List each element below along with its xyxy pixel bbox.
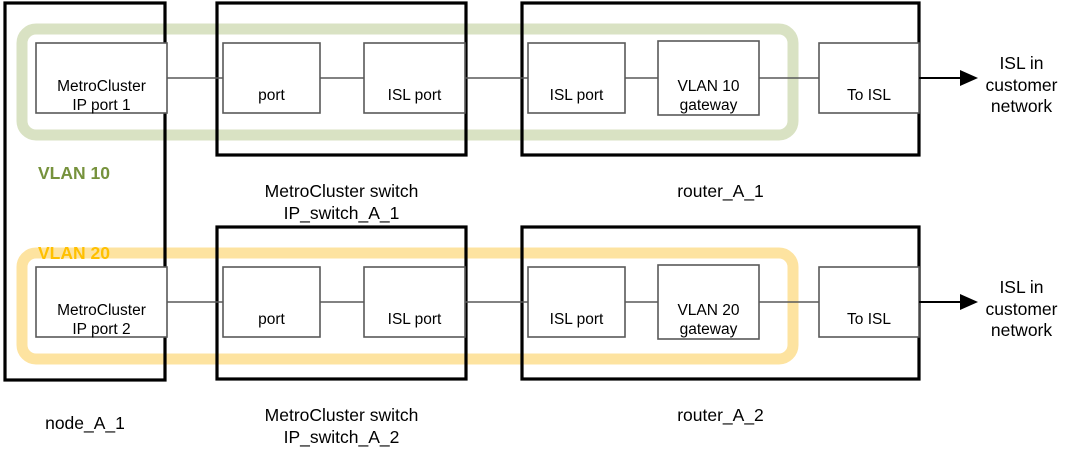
metrocluster-ip-port-1-box [35,42,168,114]
router1-isl-port-box [527,42,626,114]
ip-switch-a-1-box [215,1,468,157]
vlan10-highlight-band [16,23,799,141]
switch1-port-box [222,42,321,114]
vlan20-highlight-band [16,247,799,365]
vlan-10-gateway-box [657,40,760,116]
ip-switch-a-2-box [215,225,468,381]
router2-isl-port-box [527,266,626,338]
router1-to-isl-box [818,42,920,114]
router2-to-isl-box [818,266,920,338]
egress-arrow-head-1 [960,70,978,86]
switch1-isl-port-box [363,42,466,114]
egress-arrow-head-2 [960,294,978,310]
switch2-port-box [222,266,321,338]
node-a-1-box [3,1,167,382]
metrocluster-ip-port-2-box [35,266,168,338]
switch2-isl-port-box [363,266,466,338]
vlan-20-gateway-box [657,264,760,340]
